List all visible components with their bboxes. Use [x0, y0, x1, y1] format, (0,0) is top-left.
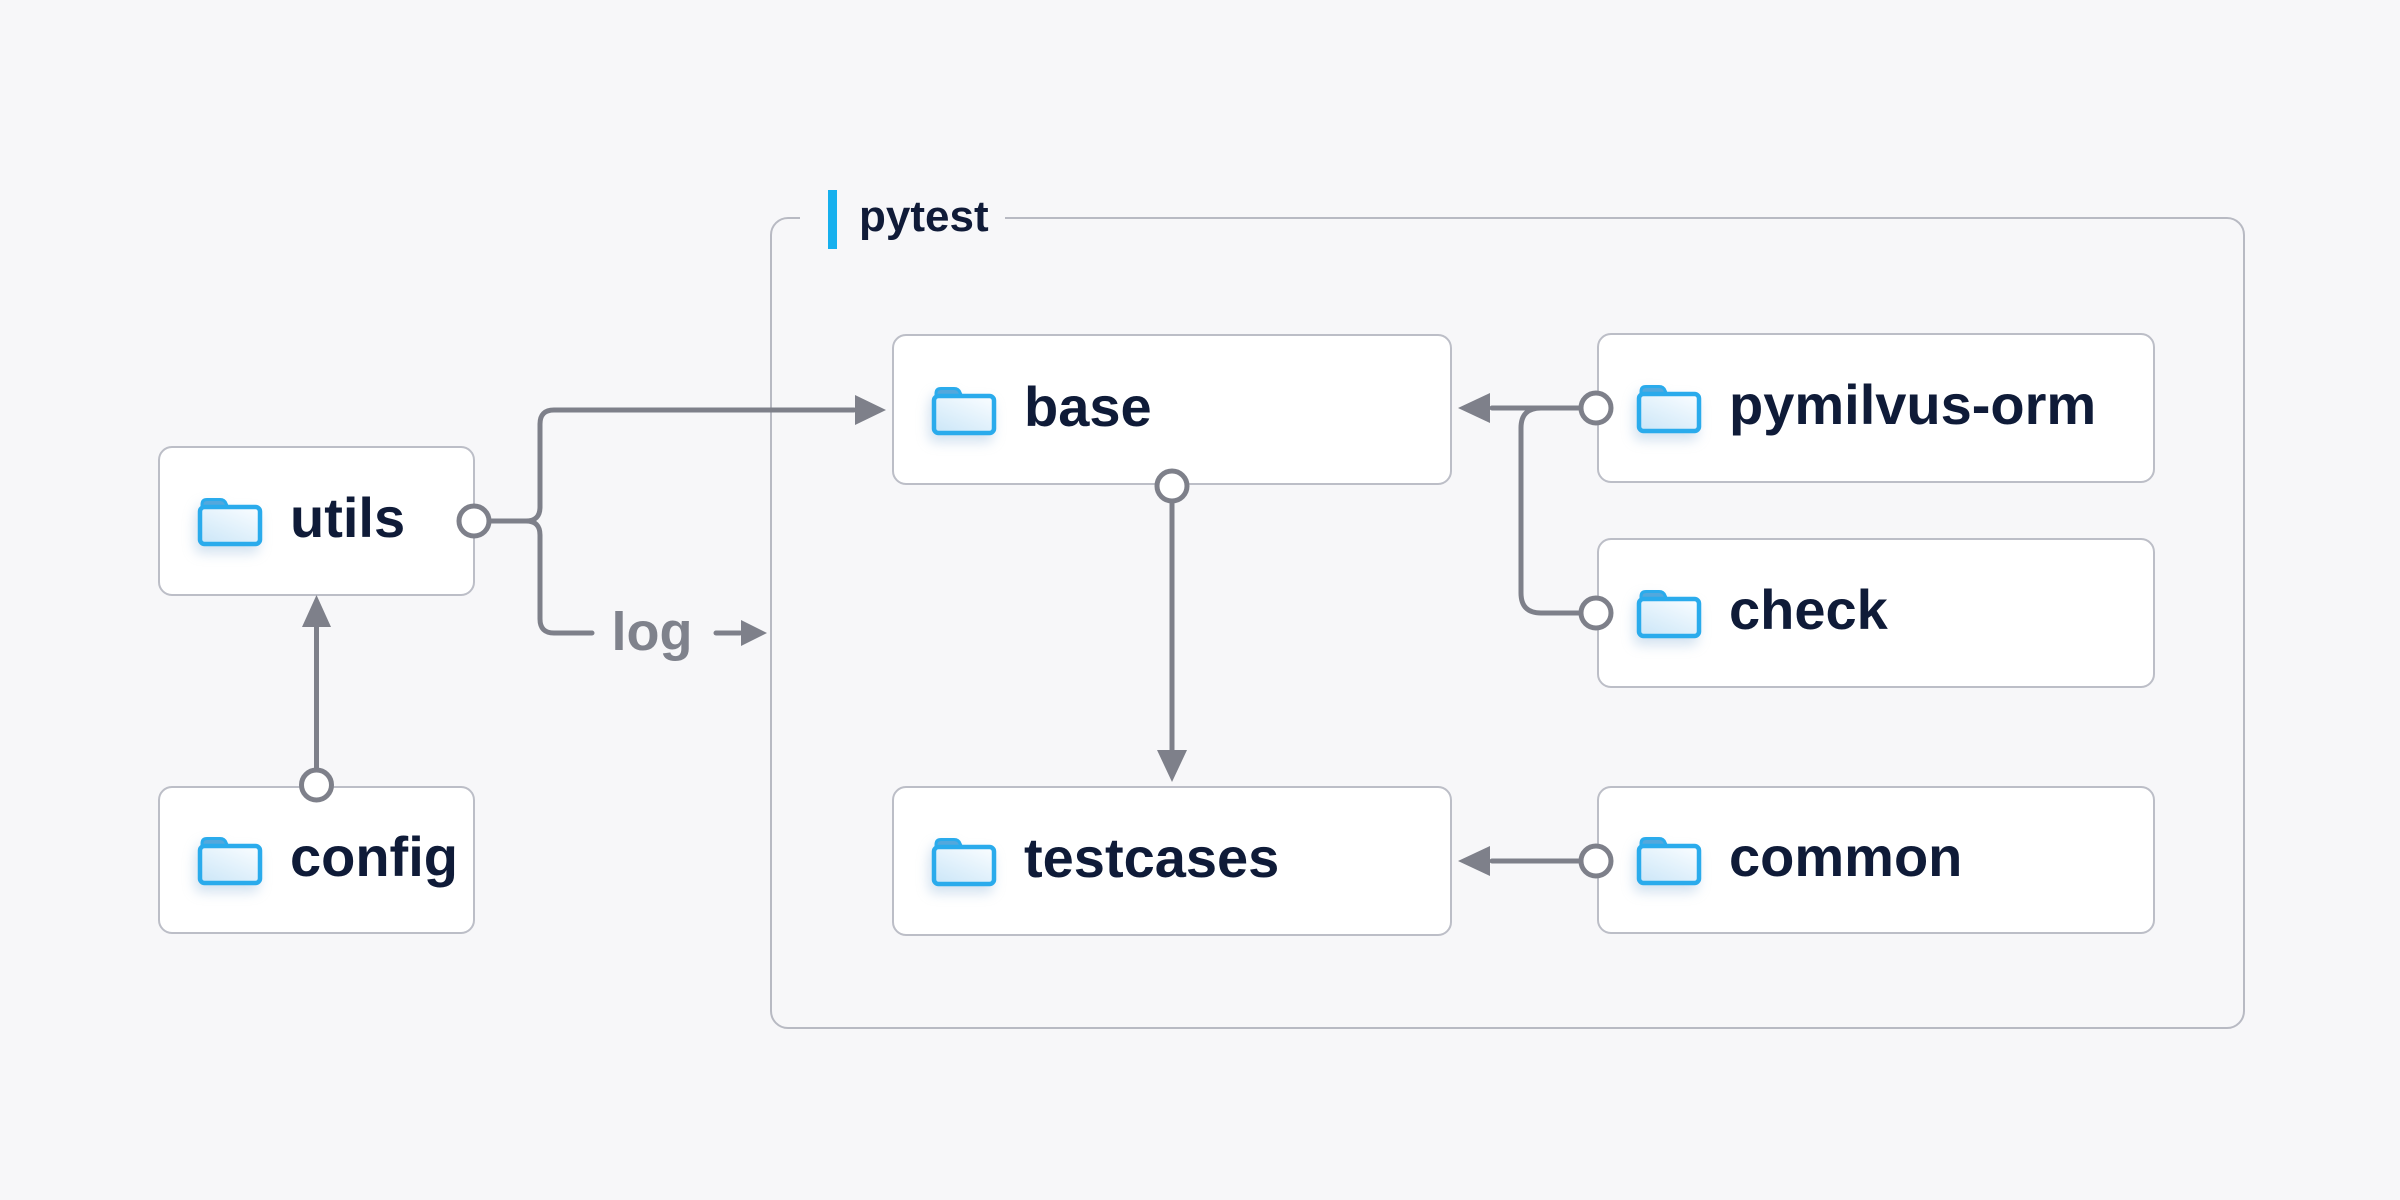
folder-icon: [197, 495, 263, 547]
node-label: testcases: [1024, 826, 1280, 889]
edge-config-utils: [299, 595, 334, 803]
node-label: pymilvus-orm: [1729, 373, 2097, 436]
node-label: config: [290, 825, 458, 888]
folder-icon: [1636, 834, 1702, 886]
node-config: config: [158, 786, 475, 934]
node-label: base: [1024, 374, 1152, 438]
accent-bar-icon: [828, 189, 837, 249]
pytest-group-header: pytest: [800, 186, 1005, 252]
folder-icon: [1636, 382, 1702, 434]
node-check: check: [1597, 538, 2155, 688]
folder-icon: [931, 384, 997, 436]
pytest-group-container: pytest: [770, 186, 2245, 1029]
node-pymilvus-orm: pymilvus-orm: [1597, 333, 2155, 483]
node-label: common: [1729, 825, 1963, 888]
folder-icon: [931, 835, 997, 887]
node-label: utils: [290, 486, 406, 549]
node-testcases: testcases: [892, 786, 1452, 936]
folder-icon: [1636, 587, 1702, 639]
edge-label-log: log: [611, 602, 693, 662]
folder-icon: [197, 834, 263, 886]
node-base: base: [892, 334, 1452, 485]
node-common: common: [1597, 786, 2155, 934]
node-label: check: [1729, 578, 1888, 641]
group-title: pytest: [859, 192, 989, 241]
node-utils: utils: [158, 446, 475, 596]
